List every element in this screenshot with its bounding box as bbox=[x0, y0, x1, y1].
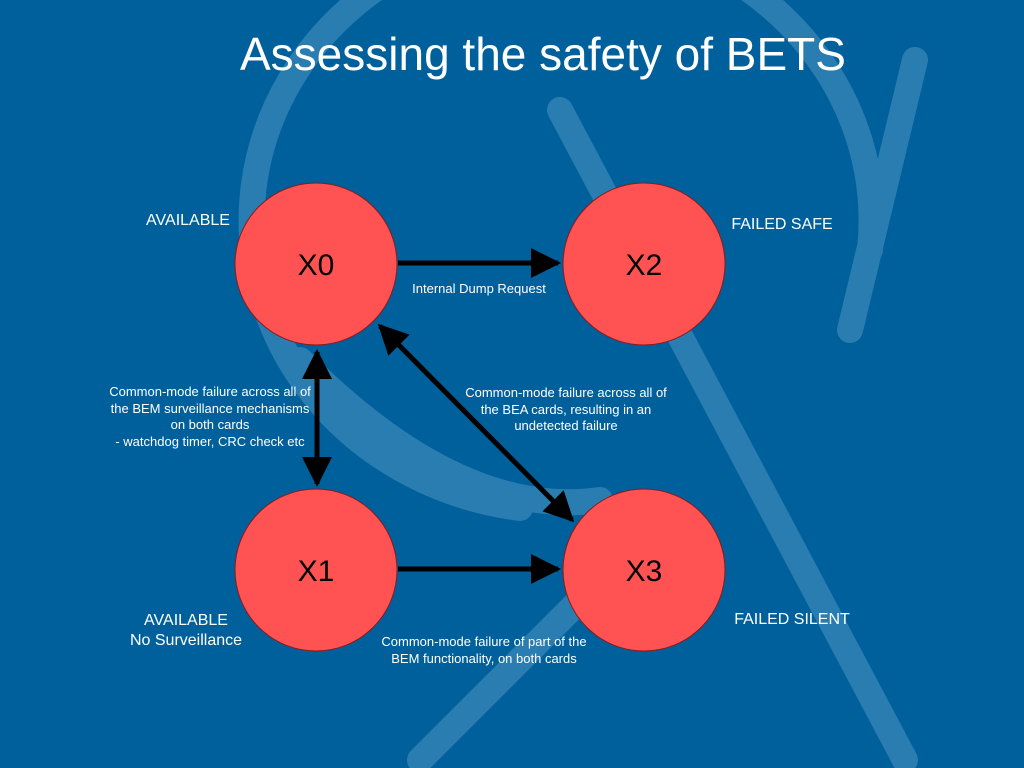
transition-label-line: - watchdog timer, CRC check etc bbox=[115, 433, 305, 449]
state-node-x2: X2 bbox=[562, 182, 726, 346]
status-label-line: No Surveillance bbox=[129, 632, 243, 649]
transition-label-line: Common-mode failure of part of the bbox=[381, 634, 587, 649]
transition-label-line: undetected failure bbox=[514, 418, 618, 433]
state-circle bbox=[562, 488, 726, 652]
transition-label-x1-x3: Common-mode failure of part of the BEM f… bbox=[354, 634, 614, 667]
state-node-x0: X0 bbox=[234, 182, 398, 346]
state-node-x3: X3 bbox=[562, 488, 726, 652]
status-label-x1: AVAILABLE No Surveillance bbox=[106, 611, 266, 651]
transition-label-line: the BEA cards, resulting in an bbox=[480, 401, 652, 417]
state-circle bbox=[234, 182, 398, 346]
transition-label-x0-x1: Common-mode failure across all of the BE… bbox=[90, 384, 330, 450]
watermark-stroke-top bbox=[837, 47, 928, 343]
transition-label-x0-x2: Internal Dump Request bbox=[412, 281, 546, 296]
transition-label-line: Common-mode failure across all of bbox=[465, 385, 667, 400]
transition-label-line: the BEM surveillance mechanisms bbox=[110, 400, 310, 416]
status-label-x2: FAILED SAFE bbox=[731, 216, 833, 233]
transition-label-x0-x3: Common-mode failure across all of the BE… bbox=[446, 385, 686, 435]
state-label-x1: X1 bbox=[298, 555, 335, 588]
state-circle bbox=[234, 488, 398, 652]
state-circle bbox=[562, 182, 726, 346]
transition-label-line: Common-mode failure across all of bbox=[109, 384, 311, 399]
status-label-x3: FAILED SILENT bbox=[734, 611, 850, 628]
state-node-x1: X1 bbox=[234, 488, 398, 652]
status-label-line: AVAILABLE bbox=[144, 612, 228, 629]
state-label-x2: X2 bbox=[626, 249, 663, 282]
transition-label-line: on both cards bbox=[170, 417, 250, 432]
slide-title: Assessing the safety of BETS bbox=[240, 28, 846, 80]
transition-label-line: BEM functionality, on both cards bbox=[391, 650, 577, 666]
state-label-x3: X3 bbox=[626, 555, 663, 588]
status-label-x0: AVAILABLE bbox=[146, 212, 230, 229]
arrow-x0-x3-bidirectional bbox=[377, 323, 575, 523]
state-label-x0: X0 bbox=[298, 249, 335, 282]
